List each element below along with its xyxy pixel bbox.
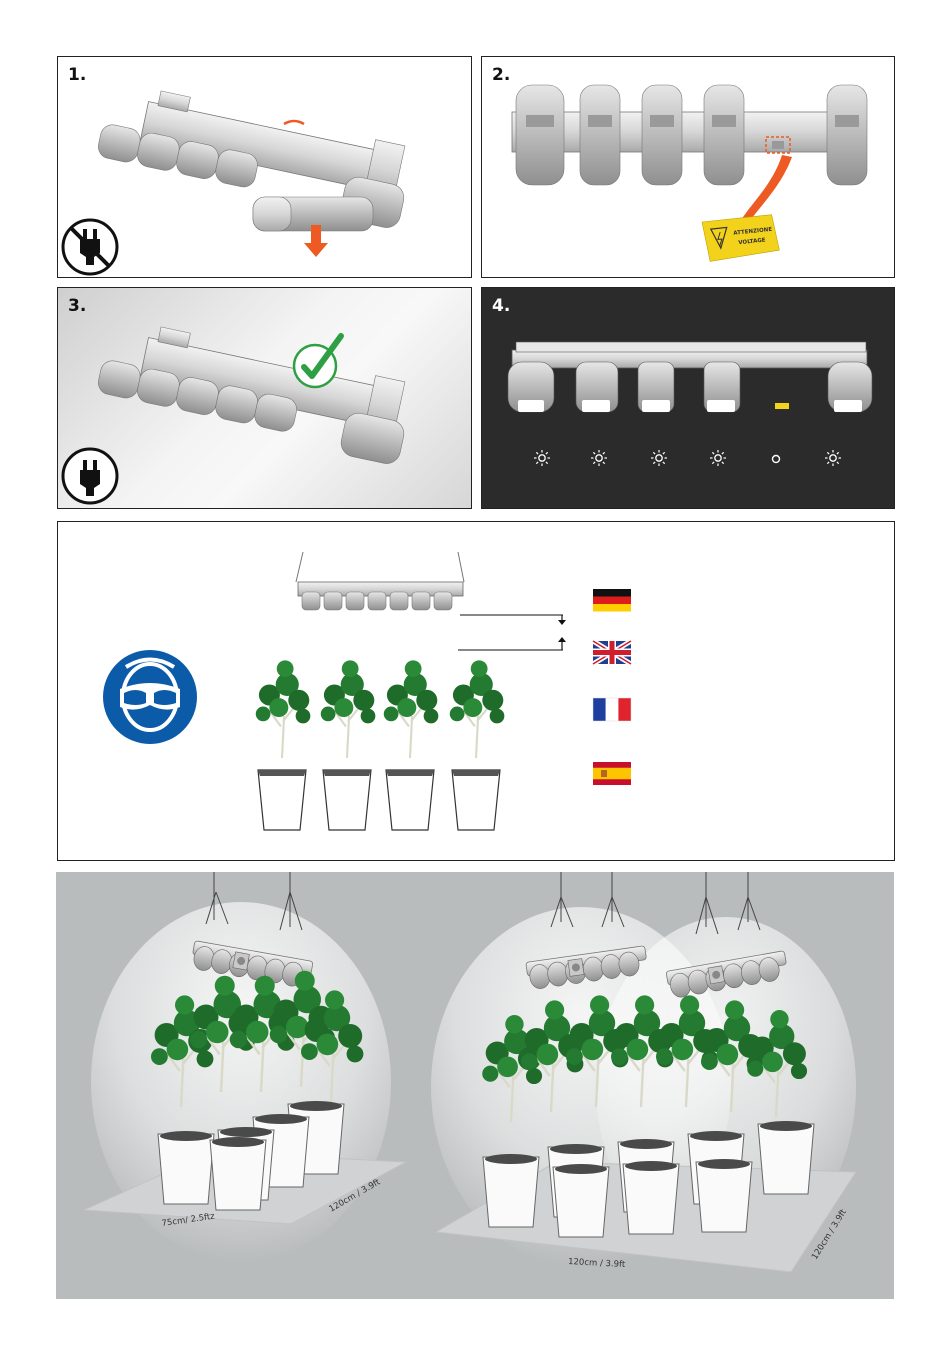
light-off-icon [773,456,780,463]
plug-icon [63,449,117,503]
step-2-panel: 2. ATTENZIONE VOLTAGE [481,56,895,278]
fixture-lit-illustration [482,288,894,508]
uk-flag [593,641,631,664]
step-number: 3. [68,296,86,316]
germany-flag [593,589,631,612]
step-4-panel: 4. [481,287,895,509]
france-flag [593,698,631,721]
coverage-area-illustration: 75cm/ 2.5ftz 120cm / 3.9ft 120cm / 3.9ft… [56,872,894,1299]
light-on-icon [651,450,667,466]
hanging-height-illustration [58,522,894,860]
fixture-top-view-illustration: ATTENZIONE VOLTAGE [482,57,894,277]
rotate-arrow-icon [284,121,304,124]
light-on-icon [710,450,726,466]
double-width-label: 120cm / 3.9ft [568,1257,626,1270]
light-on-icon [534,450,550,466]
light-on-icon [825,450,841,466]
step-1-panel: 1. [57,56,472,278]
fixture-disassembly-illustration [58,57,471,277]
step-3-panel: 3. [57,287,472,509]
safety-goggles-icon [103,650,197,744]
step-number: 1. [68,65,86,85]
high-voltage-warning-label: ATTENZIONE VOLTAGE [702,214,780,262]
no-plug-icon [63,220,117,274]
spain-flag [593,762,631,785]
step-number: 4. [492,296,510,316]
step-number: 2. [492,65,510,85]
safety-panel [57,521,895,861]
grow-coverage-panel: 75cm/ 2.5ftz 120cm / 3.9ft 120cm / 3.9ft… [56,872,894,1299]
light-on-icon [591,450,607,466]
fixture-assembled-illustration [58,288,471,508]
